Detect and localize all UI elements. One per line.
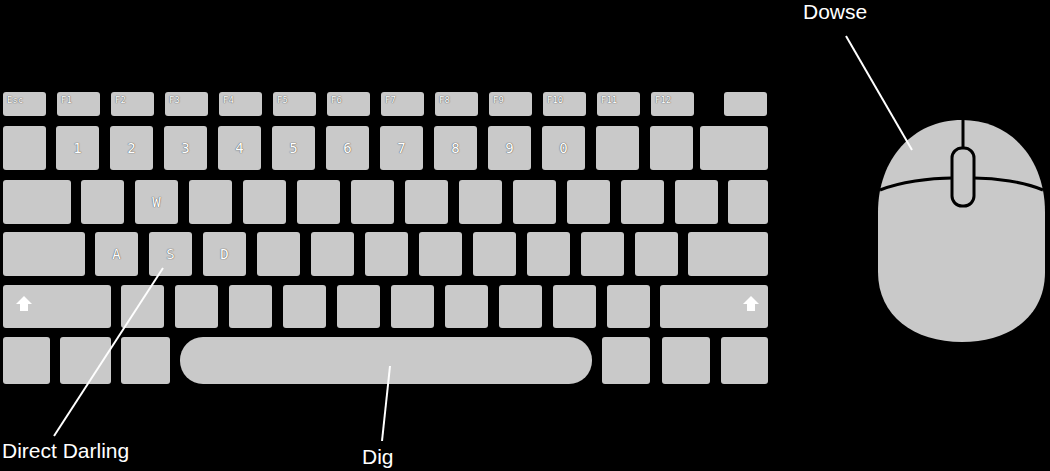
- key-label: F6: [331, 94, 342, 106]
- key-label: F11: [601, 94, 617, 106]
- key-label: 8: [451, 140, 459, 157]
- key-label: F8: [439, 94, 450, 106]
- key-label: 0: [559, 140, 567, 157]
- key-label: 4: [235, 140, 243, 157]
- key-label: 6: [343, 140, 351, 157]
- key-label: 9: [505, 140, 513, 157]
- key-label: F7: [385, 94, 396, 106]
- key-label: 2: [127, 140, 135, 157]
- key-label: A: [112, 246, 120, 263]
- key-label: 3: [181, 140, 189, 157]
- key-label: F2: [115, 94, 126, 106]
- key-label: 1: [73, 140, 81, 157]
- key-label: F3: [169, 94, 180, 106]
- key-label: F9: [493, 94, 504, 106]
- leader-line: [382, 366, 390, 441]
- key-label: F12: [655, 94, 671, 106]
- key-label: F5: [277, 94, 288, 106]
- key-label: 5: [289, 140, 297, 157]
- key-label: D: [220, 246, 228, 263]
- key-label: F4: [223, 94, 234, 106]
- key-label: F1: [61, 94, 72, 106]
- key-label: S: [166, 246, 174, 263]
- callout-label: Dowse: [803, 0, 867, 24]
- key-label: W: [152, 194, 160, 211]
- key-label: Esc: [7, 94, 23, 106]
- callout-label: Direct Darling: [2, 439, 129, 463]
- key-label: 7: [397, 140, 405, 157]
- callout-label: Dig: [362, 445, 394, 469]
- leader-line: [846, 36, 912, 150]
- key-label: F10: [547, 94, 563, 106]
- leader-line: [54, 268, 163, 436]
